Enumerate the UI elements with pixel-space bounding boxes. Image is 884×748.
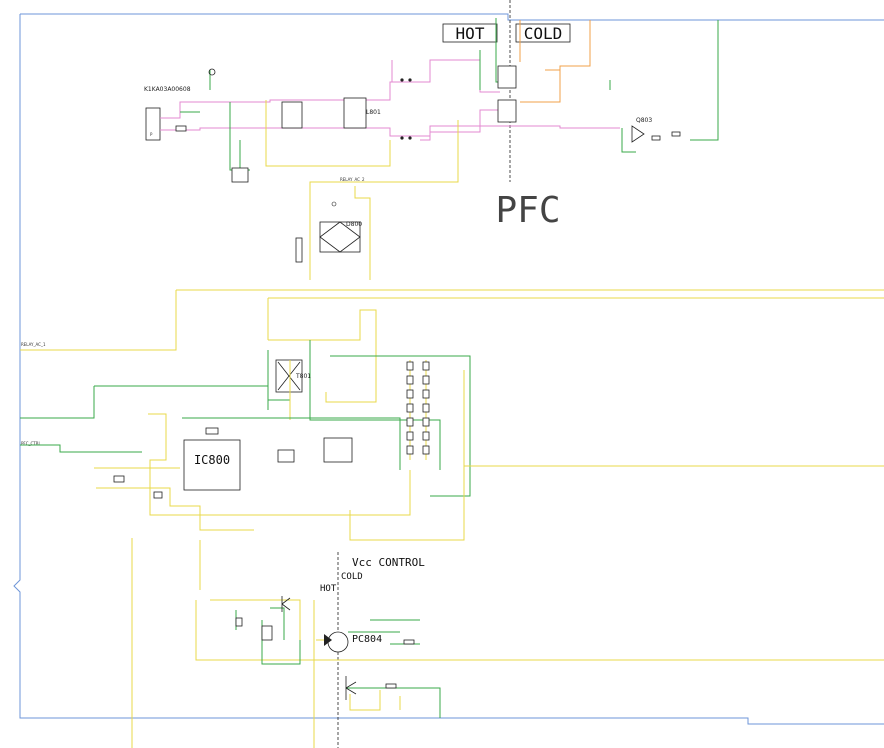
cold-label-box: COLD	[515, 23, 571, 43]
t801-label: T801	[295, 373, 311, 380]
vcc-control-title: Vcc CONTROL	[352, 556, 425, 569]
t801-section	[267, 309, 441, 470]
hot-small-label: HOT	[320, 584, 337, 594]
rails-middle	[20, 289, 884, 351]
net-relay-ac-2: RELAY_AC_2	[340, 177, 365, 182]
svg-text:PC804: PC804	[352, 634, 382, 645]
right-resistor-ladder	[330, 355, 471, 541]
svg-text:P: P	[150, 132, 153, 137]
ic800-section: IC800	[20, 385, 411, 748]
part-number: K1KA03A00608	[144, 86, 191, 93]
bottom-right-section	[345, 676, 441, 718]
board-border	[13, 13, 884, 725]
d800-label: D800	[346, 221, 362, 228]
resistor-stack	[406, 361, 430, 455]
pfc-title: PFC	[495, 190, 560, 231]
vcc-control-section: PC804	[195, 596, 884, 748]
l801-label: L801	[366, 109, 381, 116]
net-pfc-ctrl: PFC_CTRL	[21, 441, 42, 446]
hot-label-box: HOT	[442, 23, 498, 43]
svg-text:Q803: Q803	[636, 117, 652, 124]
svg-text:IC800: IC800	[194, 453, 230, 467]
q803-area: Q803	[631, 117, 681, 143]
bridge-rectifier	[295, 186, 371, 280]
ac-input-section: P	[145, 18, 719, 198]
net-relay-ac: RELAY_AC_1	[21, 342, 46, 347]
cold-small-label: COLD	[341, 572, 363, 582]
svg-text:COLD: COLD	[524, 24, 563, 43]
svg-text:HOT: HOT	[456, 24, 485, 43]
